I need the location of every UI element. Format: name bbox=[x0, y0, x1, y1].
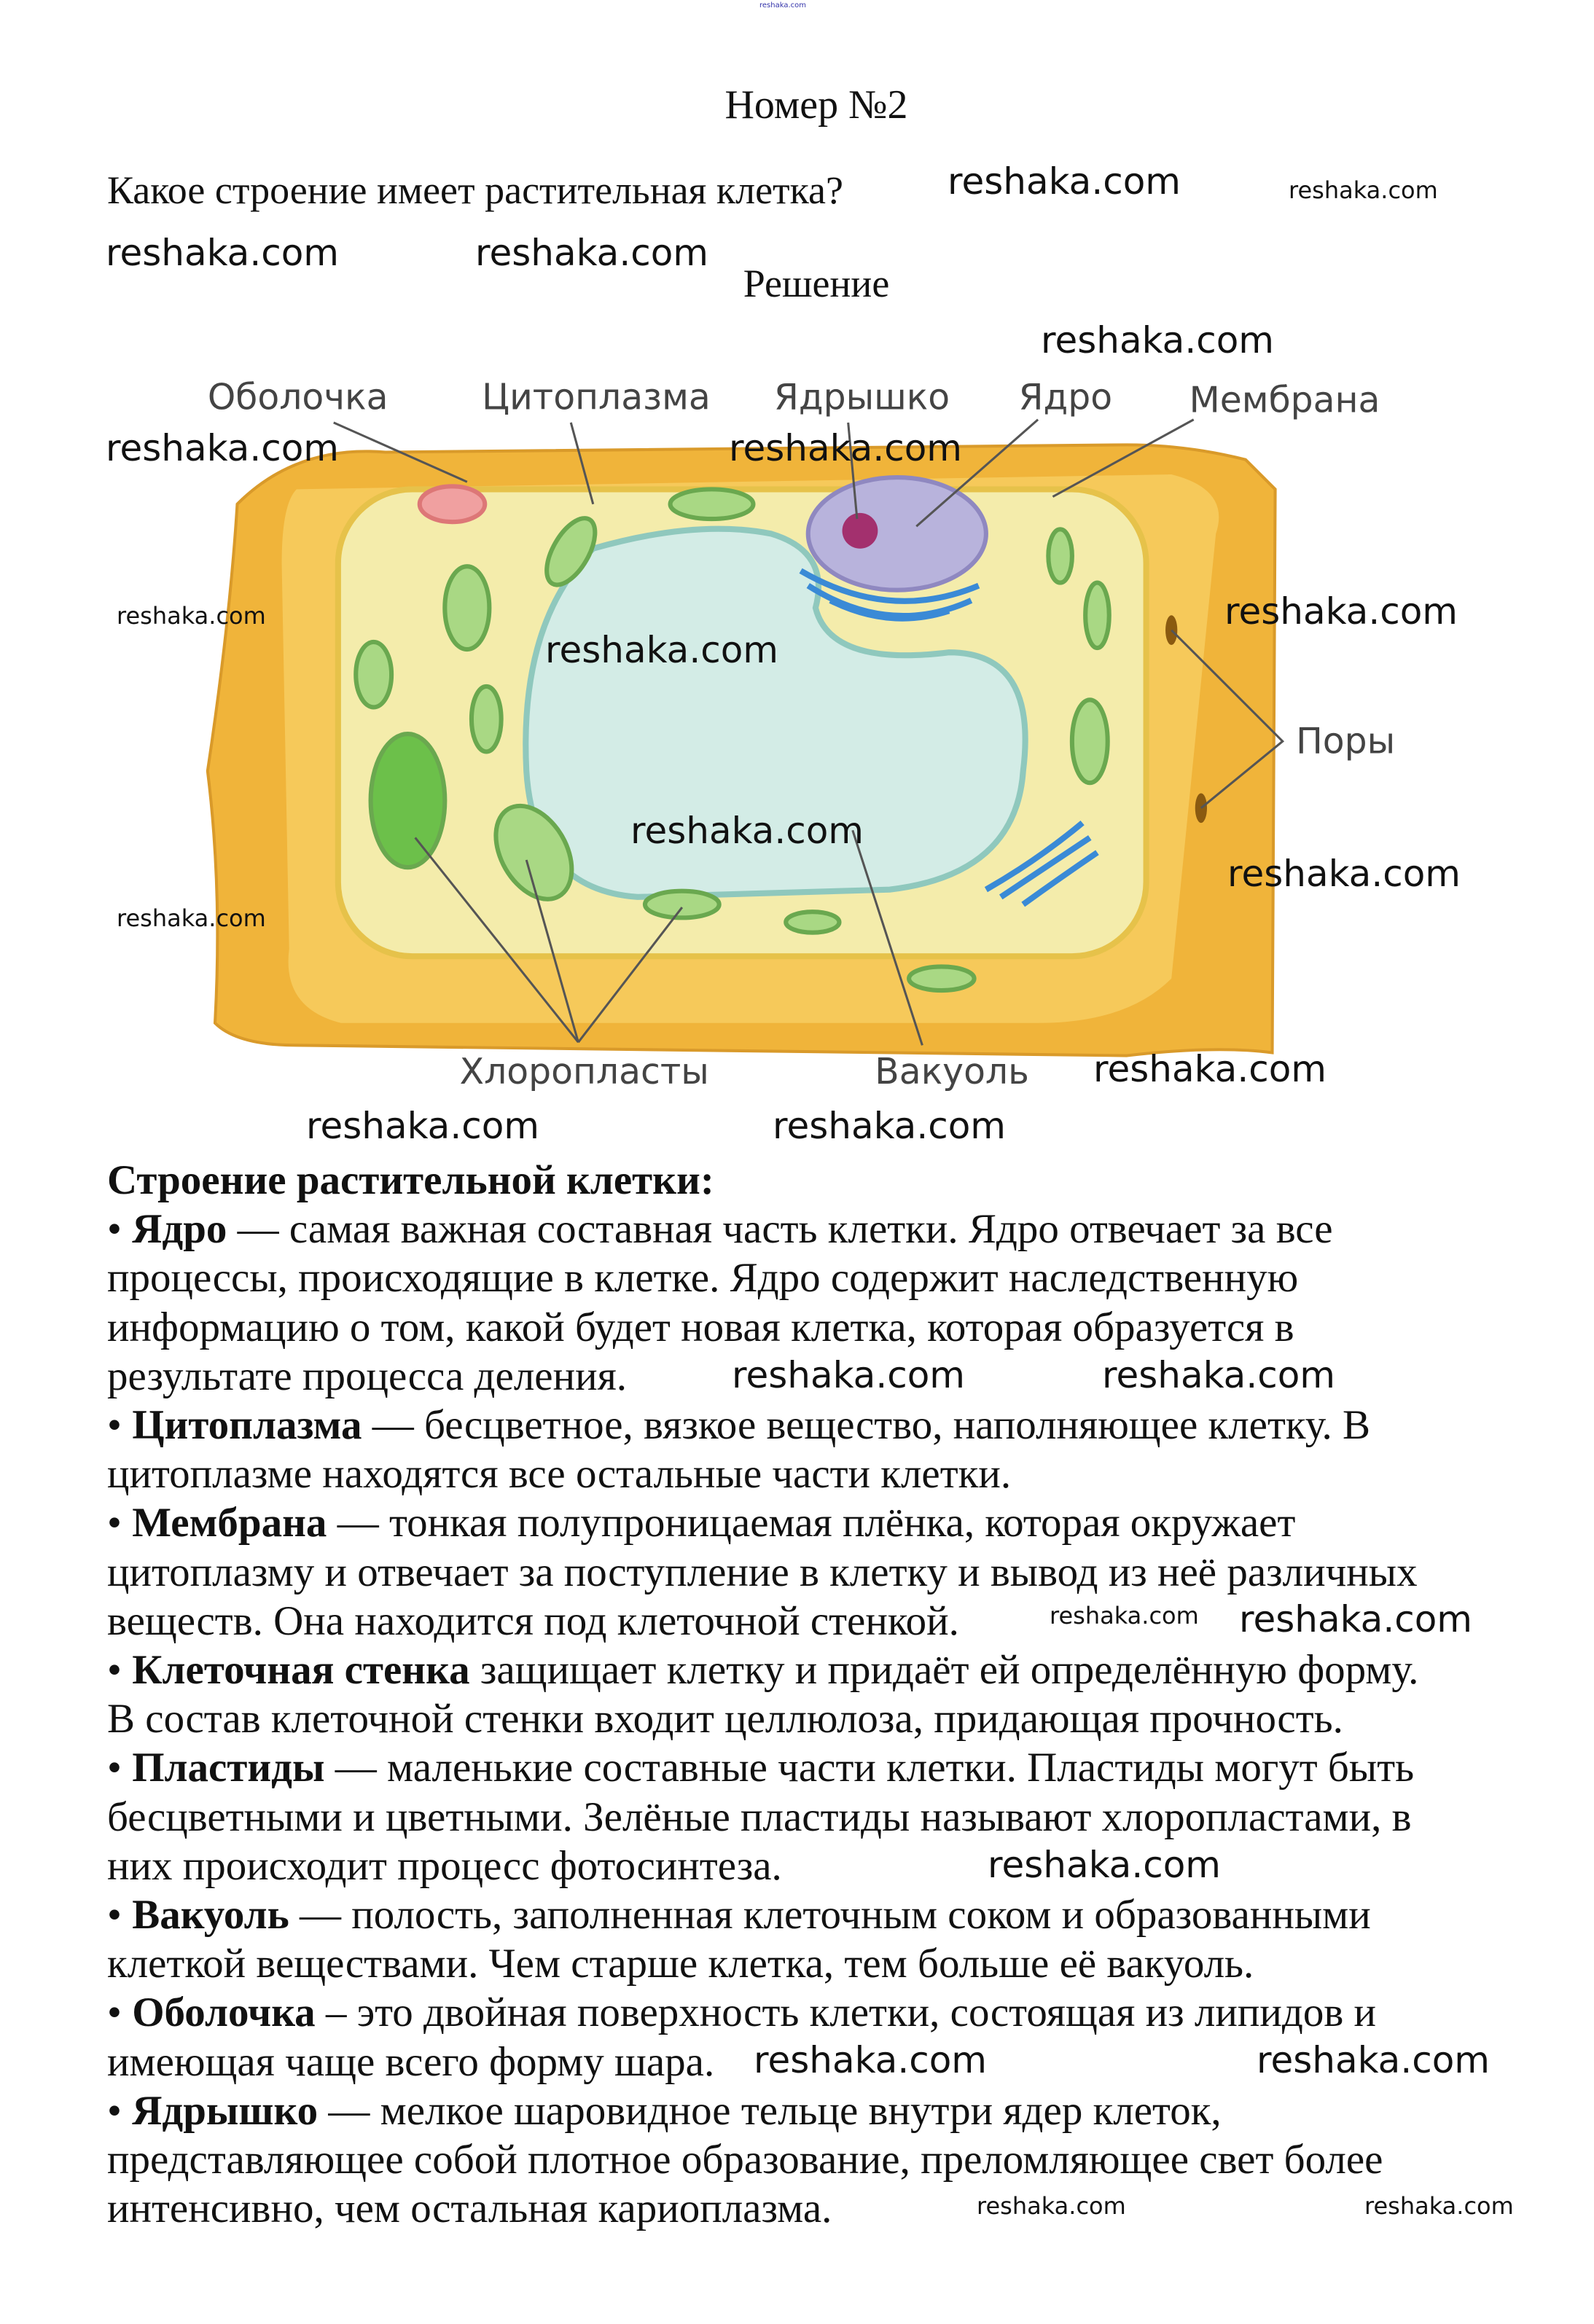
watermark: reshaka.com bbox=[106, 232, 339, 274]
definition-item: • Оболочка – это двойная поверхность кле… bbox=[107, 1990, 1377, 2036]
section-heading: Строение растительной клетки: bbox=[107, 1157, 714, 1203]
definition-text: результате процесса деления. bbox=[107, 1353, 628, 1399]
definition-text: имеющая чаще всего форму шара. bbox=[107, 2038, 715, 2085]
watermark: reshaka.com bbox=[1050, 1602, 1199, 1629]
definition-line: веществ. Она находится под клеточной сте… bbox=[107, 1597, 1528, 1646]
definition-text: цитоплазме находятся все остальные части… bbox=[107, 1451, 1012, 1498]
watermark: reshaka.com bbox=[977, 2192, 1126, 2220]
definition-term: Ядро bbox=[132, 1206, 227, 1253]
definition-text: — бесцветное, вязкое вещество, наполняющ… bbox=[362, 1402, 1371, 1449]
watermark: reshaka.com bbox=[1257, 2039, 1490, 2081]
definition-text: В состав клеточной стенки входит целлюло… bbox=[107, 1696, 1343, 1742]
watermark: reshaka.com bbox=[1041, 319, 1274, 361]
question-text: Какое строение имеет растительная клетка… bbox=[107, 168, 843, 212]
golgi bbox=[984, 821, 1099, 907]
definition-text: — мелкое шаровидное тельце внутри ядер к… bbox=[318, 2087, 1222, 2134]
definition-text: веществ. Она находится под клеточной сте… bbox=[107, 1597, 959, 1644]
definition-line: имеющая чаще всего форму шара. bbox=[107, 2038, 1528, 2086]
definition-line: информацию о том, какой будет новая клет… bbox=[107, 1303, 1528, 1352]
watermark: reshaka.com bbox=[545, 629, 778, 671]
definition-item: • Клеточная стенка защищает клетку и при… bbox=[107, 1647, 1419, 1694]
chloroplasts bbox=[353, 484, 1111, 993]
solution-heading: Решение bbox=[743, 262, 890, 305]
definition-item: • Ядро — самая важная составная часть кл… bbox=[107, 1206, 1333, 1253]
definition-text: них происходит процесс фотосинтеза. bbox=[107, 1842, 782, 1889]
watermark: reshaka.com bbox=[948, 160, 1181, 203]
definition-item: • Пластиды — маленькие составные части к… bbox=[107, 1745, 1415, 1791]
label-nucleus: Ядро bbox=[1019, 377, 1113, 418]
definition-line: результате процесса деления. bbox=[107, 1352, 1528, 1401]
definition-item: • Мембрана — тонкая полупроницаемая плён… bbox=[107, 1500, 1296, 1546]
leader-lines bbox=[333, 418, 1285, 1046]
definition-text: цитоплазму и отвечает за поступление в к… bbox=[107, 1549, 1418, 1595]
label-chloroplasts: Хлоропласты bbox=[460, 1051, 709, 1092]
definition-item: • Цитоплазма — бесцветное, вязкое вещест… bbox=[107, 1402, 1371, 1449]
watermark: reshaka.com bbox=[754, 2039, 987, 2081]
definition-text: клеткой веществами. Чем старше клетка, т… bbox=[107, 1941, 1254, 1987]
definition-line: представляющее собой плотное образование… bbox=[107, 2135, 1528, 2184]
vacuole bbox=[523, 525, 1028, 900]
definition-text: информацию о том, какой будет новая клет… bbox=[107, 1304, 1294, 1350]
watermark: reshaka.com bbox=[106, 427, 339, 469]
watermark: reshaka.com bbox=[306, 1105, 539, 1147]
watermark: reshaka.com bbox=[1364, 2192, 1514, 2220]
definition-text: – это двойная поверхность клетки, состоя… bbox=[315, 1990, 1377, 2036]
watermark: reshaka.com bbox=[117, 904, 266, 932]
label-membrane: Мембрана bbox=[1189, 380, 1380, 421]
definition-term: Цитоплазма bbox=[132, 1402, 362, 1449]
label-pores: Поры bbox=[1296, 721, 1395, 762]
definition-text: защищает клетку и придаёт ей определённу… bbox=[469, 1647, 1419, 1694]
label-membrane-outer: Оболочка bbox=[208, 377, 388, 418]
watermark: reshaka.com bbox=[1093, 1048, 1327, 1090]
nucleus bbox=[805, 475, 988, 592]
watermark: reshaka.com bbox=[759, 1, 806, 9]
description: Строение растительной клетки: • Ядро — с… bbox=[107, 1156, 1528, 2233]
definition-line: интенсивно, чем остальная кариоплазма. bbox=[107, 2184, 1528, 2233]
definition-line: В состав клеточной стенки входит целлюло… bbox=[107, 1694, 1528, 1743]
nucleolus bbox=[842, 512, 878, 549]
page-title: Номер №2 bbox=[724, 82, 908, 128]
definition-term: Оболочка bbox=[132, 1990, 316, 2036]
definition-text: процессы, происходящие в клетке. Ядро со… bbox=[107, 1255, 1299, 1302]
definition-term: Пластиды bbox=[132, 1745, 325, 1791]
definition-item: • Вакуоль — полость, заполненная клеточн… bbox=[107, 1892, 1371, 1938]
watermark: reshaka.com bbox=[729, 427, 962, 469]
label-nucleolus: Ядрышко bbox=[774, 377, 950, 418]
watermark: reshaka.com bbox=[1227, 853, 1461, 895]
watermark: reshaka.com bbox=[1239, 1598, 1472, 1640]
endoplasmic-reticulum bbox=[799, 568, 980, 622]
definition-item: • Ядрышко — мелкое шаровидное тельце вну… bbox=[107, 2087, 1222, 2134]
watermark: reshaka.com bbox=[1102, 1354, 1335, 1396]
definition-text: интенсивно, чем остальная кариоплазма. bbox=[107, 2186, 832, 2232]
watermark: reshaka.com bbox=[1224, 590, 1458, 633]
label-cytoplasm: Цитоплазма bbox=[482, 377, 711, 418]
watermark: reshaka.com bbox=[988, 1844, 1221, 1886]
definition-term: Ядрышко bbox=[132, 2087, 319, 2134]
watermark: reshaka.com bbox=[732, 1354, 965, 1396]
definition-text: — маленькие составные части клетки. Плас… bbox=[324, 1745, 1415, 1791]
watermark: reshaka.com bbox=[475, 232, 708, 274]
watermark: reshaka.com bbox=[773, 1105, 1006, 1147]
definition-line: них происходит процесс фотосинтеза. bbox=[107, 1842, 1528, 1890]
definition-line: цитоплазме находятся все остальные части… bbox=[107, 1449, 1528, 1498]
label-vacuole: Вакуоль bbox=[875, 1051, 1029, 1092]
definition-text: бесцветными и цветными. Зелёные пластиды… bbox=[107, 1793, 1412, 1840]
definition-term: Мембрана bbox=[132, 1500, 327, 1546]
definition-text: — самая важная составная часть клетки. Я… bbox=[227, 1206, 1333, 1253]
watermark: reshaka.com bbox=[630, 810, 864, 852]
watermark: reshaka.com bbox=[1289, 176, 1438, 204]
definition-term: Клеточная стенка bbox=[132, 1647, 470, 1694]
definition-term: Вакуоль bbox=[132, 1892, 289, 1938]
watermark: reshaka.com bbox=[117, 602, 266, 630]
definition-text: представляющее собой плотное образование… bbox=[107, 2137, 1383, 2183]
definition-line: клеткой веществами. Чем старше клетка, т… bbox=[107, 1939, 1528, 1988]
definition-text: — тонкая полупроницаемая плёнка, которая… bbox=[327, 1500, 1296, 1546]
definition-line: цитоплазму и отвечает за поступление в к… bbox=[107, 1548, 1528, 1597]
definition-line: процессы, происходящие в клетке. Ядро со… bbox=[107, 1253, 1528, 1302]
definition-line: бесцветными и цветными. Зелёные пластиды… bbox=[107, 1793, 1528, 1842]
definition-text: — полость, заполненная клеточным соком и… bbox=[289, 1892, 1371, 1938]
